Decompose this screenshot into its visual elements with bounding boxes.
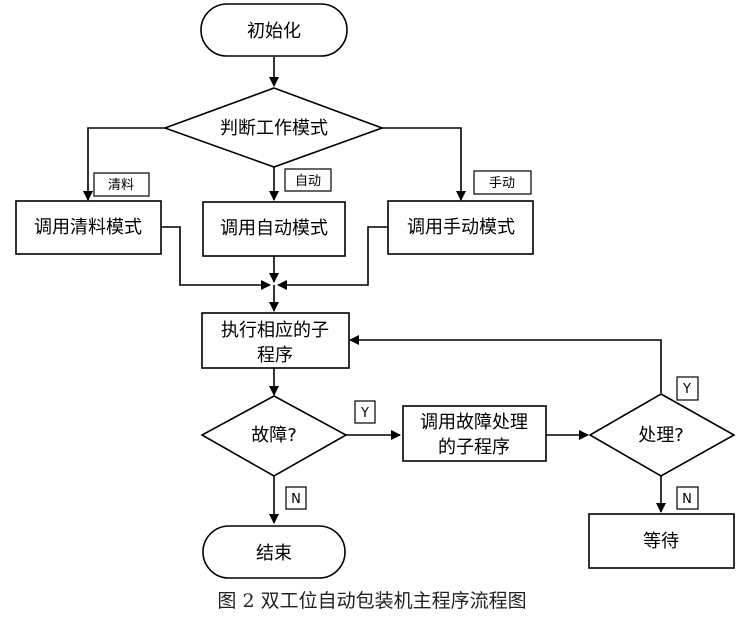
decision-shape xyxy=(162,87,385,168)
label-box xyxy=(93,172,150,197)
process-shape xyxy=(15,200,162,255)
process-shape xyxy=(387,200,534,255)
branch-label-processed-no-text: N xyxy=(682,492,692,507)
label-box xyxy=(676,376,699,401)
node-judge-label: 判断工作模式 xyxy=(220,118,328,139)
process-shape xyxy=(201,312,350,369)
node-wait-label: 等待 xyxy=(643,531,679,552)
node-manual: 调用手动模式 xyxy=(387,200,534,255)
terminal-shape xyxy=(202,525,346,579)
label-box xyxy=(285,486,307,510)
node-exec-label-line2: 程序 xyxy=(257,345,293,366)
node-processed-label: 处理? xyxy=(638,425,684,446)
process-shape xyxy=(588,513,735,569)
decision-shape xyxy=(588,393,736,477)
label-box xyxy=(354,400,376,424)
node-handler-label-line1: 调用故障处理 xyxy=(420,412,528,433)
node-exec: 执行相应的子 程序 xyxy=(201,312,350,369)
node-fault: 故障? xyxy=(200,395,348,477)
branch-label-fault-yes-text: Y xyxy=(360,406,369,421)
node-auto-label: 调用自动模式 xyxy=(220,218,328,239)
node-end-label: 结束 xyxy=(256,543,292,564)
node-handler-label-line2: 的子程序 xyxy=(438,437,510,458)
node-end: 结束 xyxy=(202,525,346,579)
branch-label-clear: 清料 xyxy=(93,172,150,197)
node-init: 初始化 xyxy=(200,3,348,57)
node-processed: 处理? xyxy=(588,393,736,477)
terminal-shape xyxy=(200,3,348,57)
node-manual-label: 调用手动模式 xyxy=(407,217,515,238)
node-auto: 调用自动模式 xyxy=(202,201,346,257)
label-box xyxy=(284,168,332,192)
node-handler: 调用故障处理 的子程序 xyxy=(402,405,547,462)
branch-label-fault-yes: Y xyxy=(354,400,376,424)
branch-label-manual: 手动 xyxy=(473,170,532,195)
node-wait: 等待 xyxy=(588,513,735,569)
node-clear-label: 调用清料模式 xyxy=(34,217,142,238)
edge-manual-merge xyxy=(277,226,388,290)
branch-label-processed-no: N xyxy=(676,486,699,510)
branch-label-fault-no-text: N xyxy=(291,492,301,507)
process-shape xyxy=(402,405,547,462)
branch-label-processed-yes: Y xyxy=(676,376,699,401)
branch-label-auto-text: 自动 xyxy=(295,174,321,189)
label-box xyxy=(473,170,532,195)
branch-label-manual-text: 手动 xyxy=(489,176,515,191)
figure-caption: 图 2 双工位自动包装机主程序流程图 xyxy=(217,590,526,612)
branch-label-clear-text: 清料 xyxy=(108,178,134,193)
edge-clear-merge xyxy=(161,226,271,290)
branch-label-auto: 自动 xyxy=(284,168,332,192)
node-exec-label-line1: 执行相应的子 xyxy=(221,320,329,341)
connectors xyxy=(83,57,666,524)
edge-judge-clear xyxy=(83,127,165,201)
edge-processed-exec xyxy=(349,335,662,393)
decision-shape xyxy=(200,395,348,477)
branch-label-fault-no: N xyxy=(285,486,307,510)
node-judge: 判断工作模式 xyxy=(162,87,385,168)
node-clear: 调用清料模式 xyxy=(15,200,162,255)
node-init-label: 初始化 xyxy=(247,21,301,42)
branch-label-processed-yes-text: Y xyxy=(682,382,691,397)
node-fault-label: 故障? xyxy=(251,425,297,446)
edge-judge-manual xyxy=(382,127,466,201)
label-box xyxy=(676,486,699,510)
process-shape xyxy=(202,201,346,257)
